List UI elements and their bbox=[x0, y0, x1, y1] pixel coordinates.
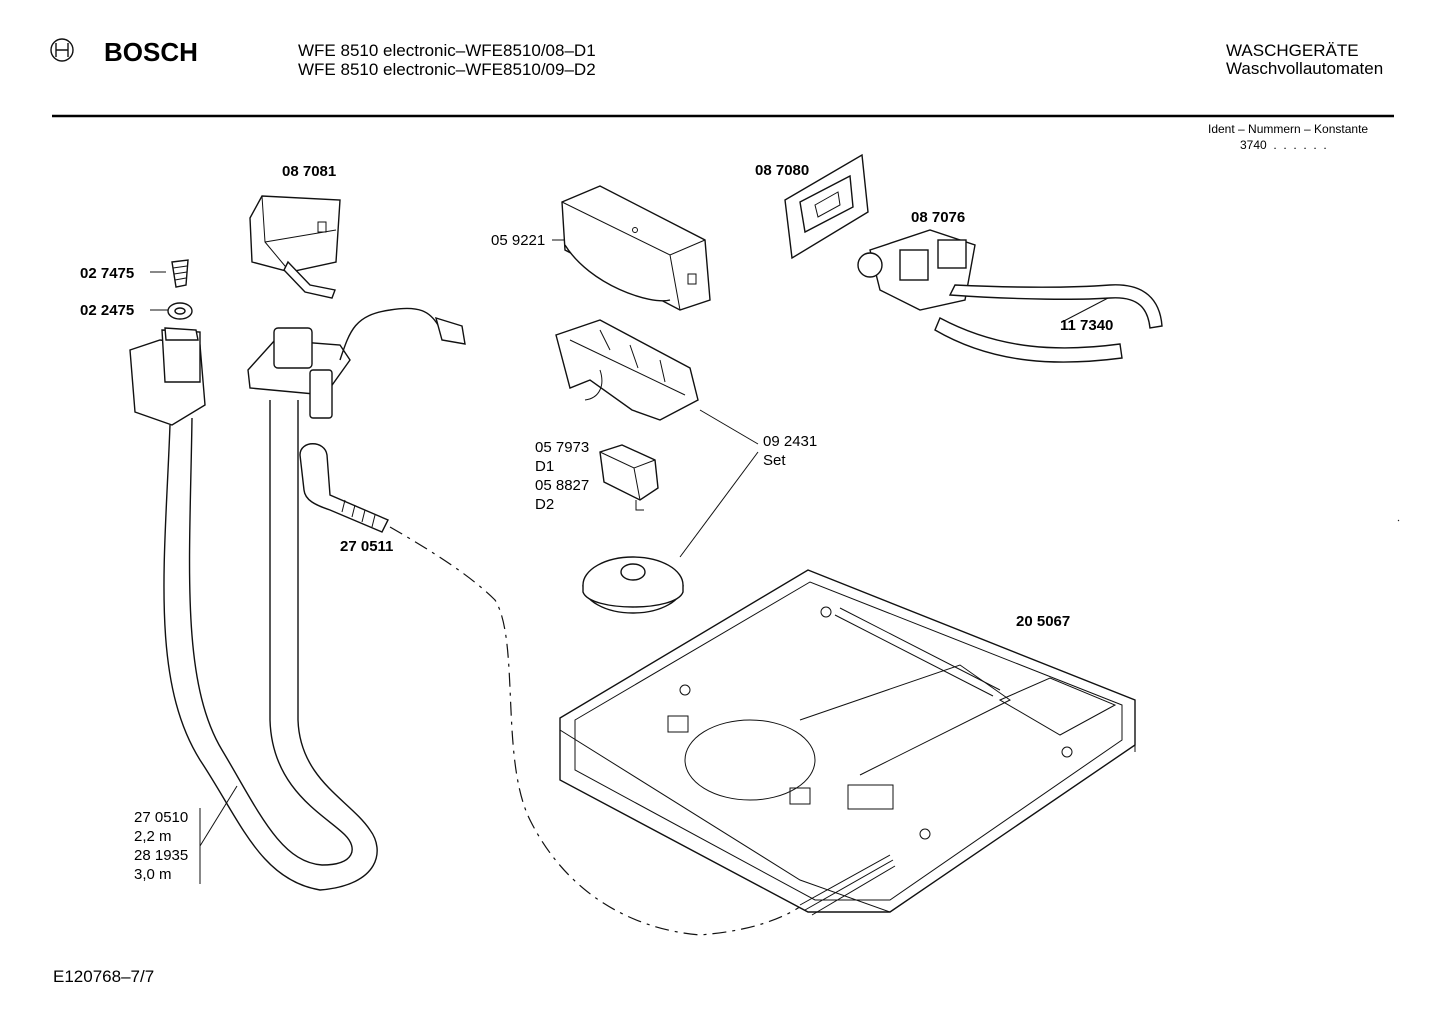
part-label-058827: 05 8827 bbox=[535, 477, 590, 494]
part-label-d1: D1 bbox=[535, 458, 555, 475]
hose-117340 bbox=[934, 284, 1163, 363]
part-label-022475: 02 2475 bbox=[80, 302, 135, 319]
brand-name: BOSCH bbox=[104, 37, 198, 67]
part-label-057973: 05 7973 bbox=[535, 439, 590, 456]
part-label-027475: 02 7475 bbox=[80, 265, 135, 282]
part-label-270510: 27 0510 bbox=[134, 809, 189, 826]
model-line-2: WFE 8510 electronic–WFE8510/09–D2 bbox=[298, 60, 596, 79]
cable-route-line bbox=[389, 526, 811, 936]
part-label-270511: 27 0511 bbox=[340, 538, 394, 555]
part-label-set: Set bbox=[763, 452, 786, 469]
filter-027475 bbox=[171, 259, 189, 288]
drain-elbow-270511 bbox=[299, 443, 389, 533]
part-label-087081: 08 7081 bbox=[282, 163, 337, 180]
bracket-092431 bbox=[555, 319, 699, 421]
part-label-22m: 2,2 m bbox=[134, 828, 172, 845]
part-label-281935: 28 1935 bbox=[134, 847, 189, 864]
switch-057973 bbox=[599, 444, 659, 511]
base-plate-205067 bbox=[559, 569, 1136, 916]
cover-cap-087081 bbox=[249, 195, 341, 299]
plate-087080 bbox=[784, 153, 869, 260]
part-label-092431: 09 2431 bbox=[763, 433, 818, 450]
knob-housing-059221 bbox=[561, 185, 711, 311]
part-label-30m: 3,0 m bbox=[134, 866, 172, 883]
ident-label: Ident – Nummern – Konstante bbox=[1208, 122, 1369, 136]
valve-087076 bbox=[857, 229, 976, 311]
inlet-hose-270510 bbox=[129, 327, 378, 891]
ident-value: 3740 . . . . . . bbox=[1240, 138, 1327, 152]
subcategory-title: Waschvollautomaten bbox=[1226, 59, 1384, 78]
cap-disc bbox=[582, 556, 684, 614]
leader-lines bbox=[150, 239, 1400, 884]
part-label-205067: 20 5067 bbox=[1016, 613, 1071, 630]
wire-holder bbox=[247, 307, 466, 419]
part-label-d2: D2 bbox=[535, 496, 555, 513]
category-title: WASCHGERÄTE bbox=[1226, 41, 1359, 60]
document-id: E120768–7/7 bbox=[53, 967, 155, 986]
bosch-logo-icon bbox=[50, 38, 74, 62]
model-line-1: WFE 8510 electronic–WFE8510/08–D1 bbox=[298, 41, 596, 60]
washer-022475 bbox=[167, 302, 193, 320]
part-label-059221: 05 9221 bbox=[491, 232, 546, 249]
part-label-117340: 11 7340 bbox=[1060, 317, 1114, 334]
part-label-087080: 08 7080 bbox=[755, 162, 810, 179]
part-label-087076: 08 7076 bbox=[911, 209, 966, 226]
